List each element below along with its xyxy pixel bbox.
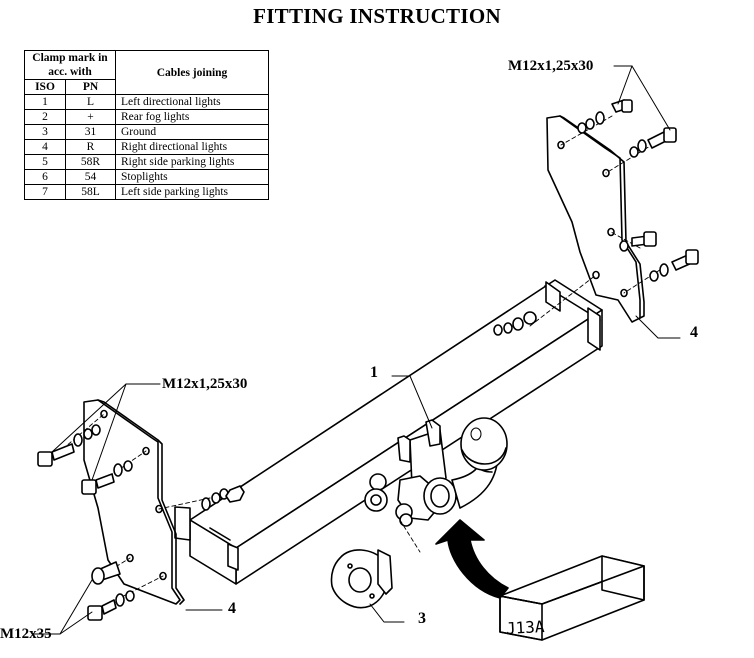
table-header-pn: PN — [65, 79, 116, 95]
pn-cell: 58R — [65, 154, 116, 170]
socket-plate — [330, 549, 393, 609]
table-row: 4 R Right directional lights — [24, 139, 269, 155]
table-header-cables: Cables joining — [115, 50, 269, 95]
left-end-plate — [174, 506, 239, 571]
part-box — [499, 555, 645, 641]
part-number-4-right: 4 — [690, 324, 698, 341]
bolt-label-left: M12x1,25x30 — [162, 376, 248, 392]
table-header-clamp: Clamp mark in acc. with — [24, 50, 116, 80]
page-title: FITTING INSTRUCTION — [253, 4, 501, 28]
cable-joining-table: Clamp mark in acc. with Cables joining I… — [24, 50, 269, 200]
desc-cell: Stoplights — [115, 169, 269, 185]
box-code-label: J13A — [505, 617, 546, 638]
desc-cell: Right side parking lights — [115, 154, 269, 170]
left-bolts — [37, 424, 245, 621]
right-bolts — [493, 99, 699, 336]
leader-lines — [33, 65, 681, 635]
tow-ball — [460, 417, 508, 471]
left-bracket-plate — [83, 399, 185, 605]
part-number-3: 3 — [418, 610, 426, 627]
cross-bar — [189, 279, 603, 585]
table-row: 6 54 Stoplights — [24, 169, 269, 185]
table-row: 7 58L Left side parking lights — [24, 184, 269, 200]
part-number-4-left: 4 — [228, 600, 236, 617]
desc-cell: Left side parking lights — [115, 184, 269, 200]
desc-cell: Right directional lights — [115, 139, 269, 155]
bolt-label-bottom-left: M12x35 — [0, 626, 52, 642]
table-row: 5 58R Right side parking lights — [24, 154, 269, 170]
install-arrow-icon — [435, 519, 509, 599]
ball-mount — [397, 419, 499, 521]
bolt-label-top-right: M12x1,25x30 — [508, 58, 594, 74]
part-number-1: 1 — [370, 364, 378, 381]
mount-fasteners — [364, 473, 413, 527]
